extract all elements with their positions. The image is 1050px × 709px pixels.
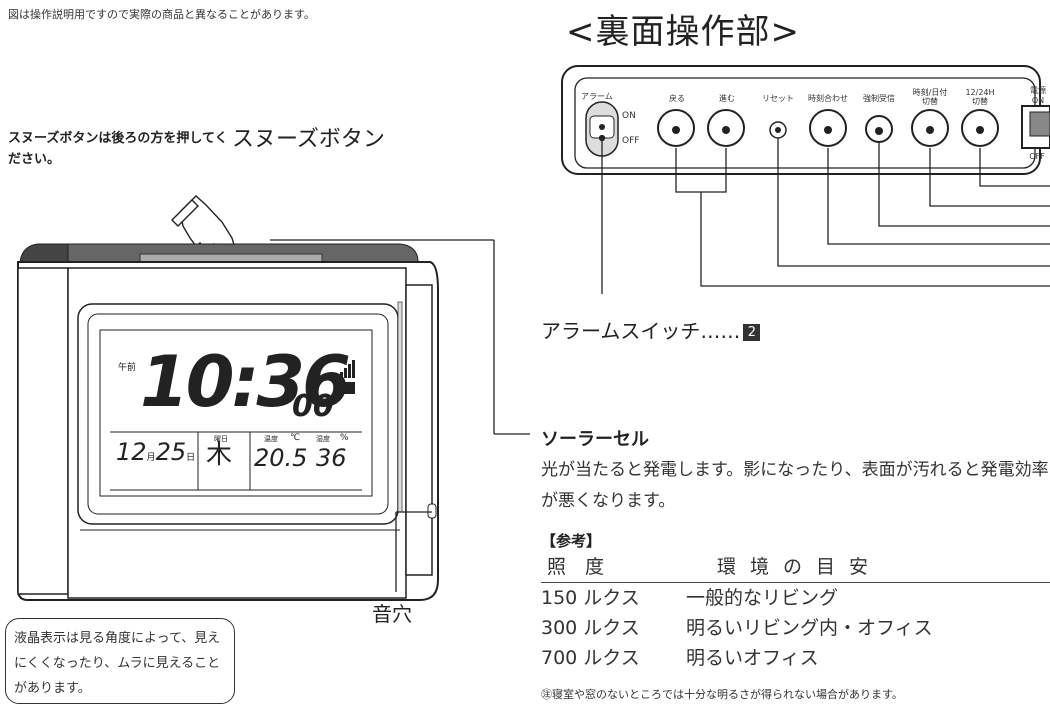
table-row: 700 ルクス 明るいオフィス xyxy=(541,643,1050,673)
solar-cell-heading: ソーラーセル xyxy=(541,429,649,450)
power-switch-label: 電源 xyxy=(1030,86,1046,95)
reference-heading: 【参考】 xyxy=(541,532,602,550)
humidity-label: 湿度 xyxy=(316,435,330,443)
illuminance-column-header: 照度 xyxy=(547,556,624,578)
environment-column-header: 環境の目安 xyxy=(717,556,883,578)
table-row: 300 ルクス 明るいリビング内・オフィス xyxy=(541,613,1050,643)
alarm-switch-ref-badge: 2 xyxy=(743,324,761,341)
weekday-label: 曜日 xyxy=(214,435,228,443)
lux-value: 300 ルクス xyxy=(541,617,640,639)
alarm-switch-caption: アラームスイッチ……2 xyxy=(541,315,761,344)
reference-table-header: 照度 環境の目安 xyxy=(541,553,1050,583)
humidity-unit: % xyxy=(340,433,349,443)
reset-button-label: リセット xyxy=(762,94,794,103)
seconds-display: 00 xyxy=(292,389,334,424)
reference-footnote: ㊟寝室や窓のないところでは十分な明るさが得られない場合があります。 xyxy=(541,688,903,701)
date-display: 12月25日 xyxy=(116,438,196,466)
sound-hole-label: 音穴 xyxy=(372,602,412,626)
power-off-label: OFF xyxy=(1029,152,1045,161)
temperature-display: 20.5 xyxy=(254,444,308,472)
lcd-viewing-note: 液晶表示は見る角度によって、見えにくくなったり、ムラに見えることがあります。 xyxy=(5,618,235,704)
alarm-switch-label: アラーム xyxy=(581,92,613,101)
time-date-toggle-button-label: 時刻/日付 切替 xyxy=(912,88,948,106)
back-panel-leaders xyxy=(598,134,1050,294)
table-row: 150 ルクス 一般的なリビング xyxy=(541,583,1050,613)
force-receive-button-label: 強制受信 xyxy=(863,94,895,103)
12-24h-toggle-button-label: 12/24H 切替 xyxy=(965,88,995,106)
power-on-label: ON xyxy=(1031,96,1045,105)
forward-button-label: 進む xyxy=(719,94,735,103)
alarm-off-label: OFF xyxy=(622,136,640,146)
disclaimer-note: 図は操作説明用ですので実際の商品と異なることがあります。 xyxy=(8,8,315,21)
lux-value: 700 ルクス xyxy=(541,647,640,669)
reference-table: 照度 環境の目安 150 ルクス 一般的なリビング 300 ルクス 明るいリビン… xyxy=(541,553,1050,673)
ampm-indicator: 午前 xyxy=(118,363,137,373)
page-title: <裏面操作部> xyxy=(566,12,800,52)
solar-cell-description: 光が当たると発電します。影になったり、表面が汚れると発電効率が悪くなります。 xyxy=(541,460,1049,511)
clock-body xyxy=(17,243,439,601)
snooze-button-label: スヌーズボタン xyxy=(232,127,385,152)
snooze-instruction: スヌーズボタンは後ろの方を押してください。 xyxy=(8,131,228,167)
temperature-unit: ℃ xyxy=(290,433,301,443)
temperature-label: 温度 xyxy=(264,435,278,443)
back-panel xyxy=(561,65,1050,175)
back-button-label: 戻る xyxy=(669,94,685,103)
humidity-display: 36 xyxy=(316,444,347,472)
environment-value: 明るいオフィス xyxy=(686,647,819,669)
time-display: 10:36 xyxy=(140,341,351,423)
environment-value: 一般的なリビング xyxy=(686,587,839,609)
weekday-display: 木 xyxy=(206,440,233,470)
time-set-button-label: 時刻合わせ xyxy=(808,94,848,103)
lux-value: 150 ルクス xyxy=(541,587,640,609)
signal-strength-icon xyxy=(340,360,355,394)
environment-value: 明るいリビング内・オフィス xyxy=(686,617,933,639)
alarm-on-label: ON xyxy=(622,111,636,121)
